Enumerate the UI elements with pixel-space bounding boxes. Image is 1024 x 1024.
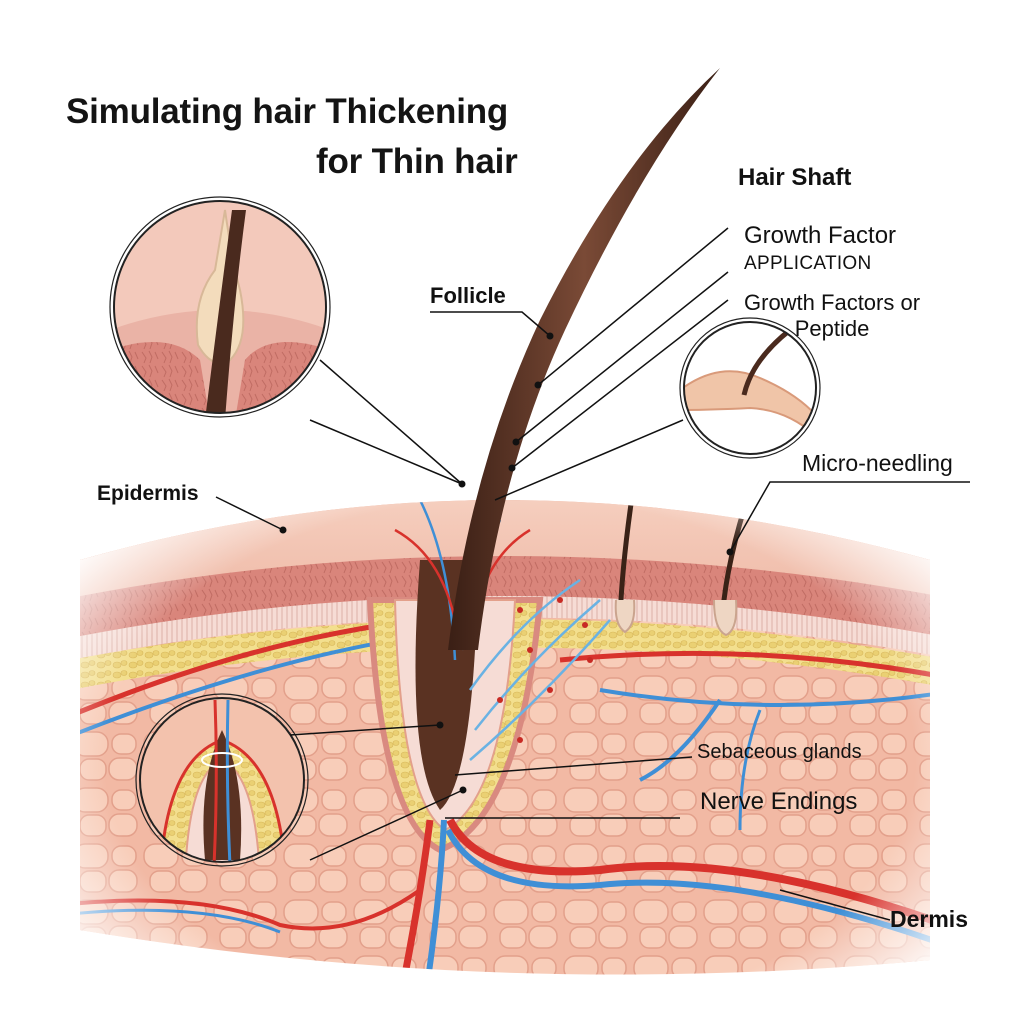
- label-growth-factor-application-line1: Growth Factor: [744, 222, 897, 249]
- label-micro-needling: Micro-needling: [802, 450, 953, 476]
- label-sebaceous-glands: Sebaceous glands: [697, 741, 862, 763]
- label-follicle: Follicle: [430, 283, 506, 308]
- label-growth-factor-application: Growth Factor APPLICATION: [744, 222, 896, 278]
- leader-lines: [215, 227, 970, 921]
- label-dermis: Dermis: [890, 906, 968, 932]
- title-line-1: Simulating hair Thickening: [66, 92, 509, 131]
- label-nerve-endings: Nerve Endings: [700, 788, 858, 815]
- label-epidermis: Epidermis: [97, 482, 199, 505]
- label-growth-factors-or-peptide: Growth Factors or Peptide: [744, 290, 920, 342]
- title-line-2: for Thin hair: [316, 142, 518, 181]
- label-growth-factors-or-peptide-line2: Peptide: [794, 316, 870, 341]
- label-growth-factor-application-line2: APPLICATION: [744, 253, 872, 274]
- label-hair-shaft: Hair Shaft: [738, 164, 852, 191]
- label-growth-factors-or-peptide-line1: Growth Factors or: [744, 290, 921, 315]
